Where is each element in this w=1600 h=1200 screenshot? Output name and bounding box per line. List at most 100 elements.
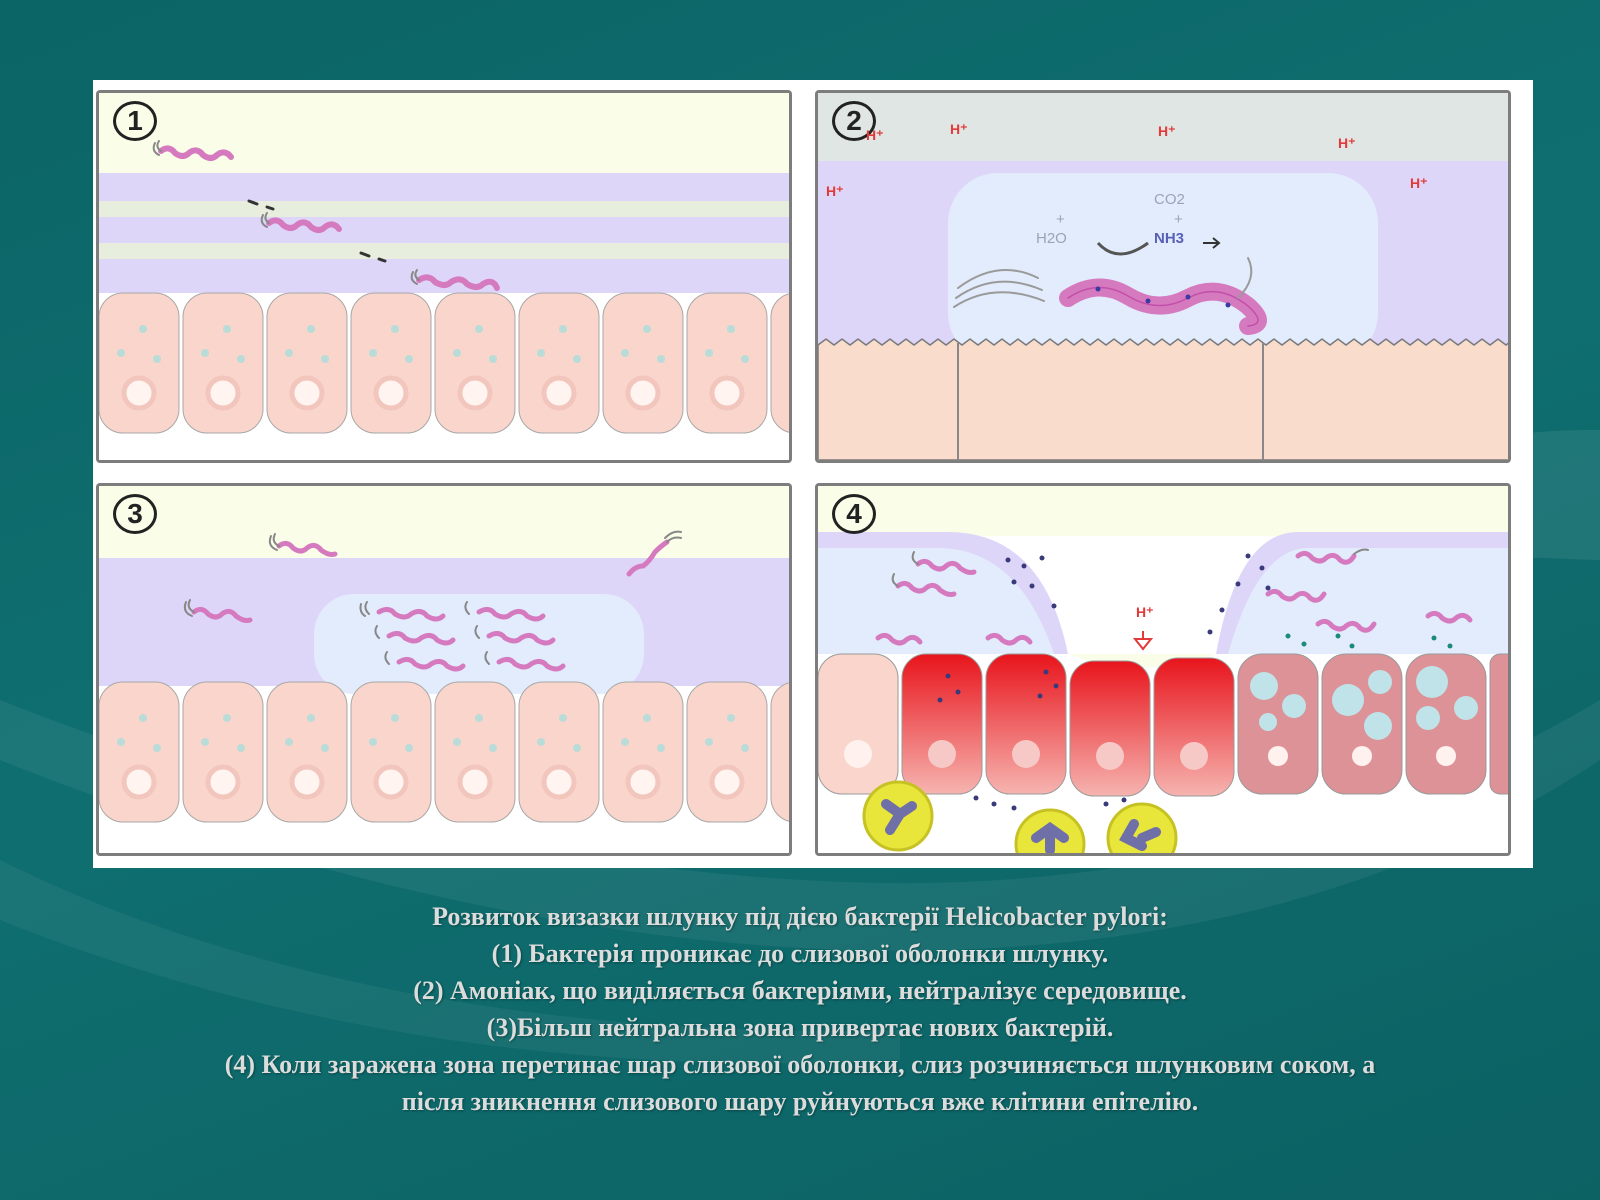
h-pylori-figure: 1 2: [93, 80, 1533, 868]
bacterium: [953, 257, 1267, 335]
cell-granule: [405, 744, 413, 752]
bacteria: [875, 548, 1473, 646]
panel-number-badge: 4: [832, 494, 876, 534]
epithelial-cell: [770, 682, 789, 822]
cell-granule: [117, 738, 125, 746]
cell-nucleus: [709, 375, 745, 411]
cell-granule: [475, 325, 483, 333]
cell-granule: [117, 349, 125, 357]
h-ion-label: H⁺: [1410, 175, 1428, 191]
epithelial-cell: [602, 681, 684, 823]
cell-nucleus: [121, 375, 157, 411]
h2o-label: H2O: [1036, 230, 1067, 247]
immune-cells: [862, 780, 1178, 853]
cell-granule: [537, 349, 545, 357]
caption-line: (2) Амоніак, що виділяється бактеріями, …: [413, 976, 1187, 1005]
cell-granule: [559, 325, 567, 333]
epithelial-cell: [182, 292, 264, 434]
panel-4-illustration: [818, 486, 1508, 853]
nh3-label: NH3: [1154, 230, 1185, 247]
h-ion-label: H⁺: [826, 183, 844, 199]
h-ion-label: H⁺: [866, 127, 884, 143]
cell-granule: [537, 738, 545, 746]
cell-granule: [307, 714, 315, 722]
epithelial-cell: [266, 292, 348, 434]
cell-granule: [391, 325, 399, 333]
epithelial-cell: [350, 681, 432, 823]
slide-caption: Розвиток визазки шлунку під дією бактері…: [110, 898, 1490, 1120]
cell-nucleus: [205, 764, 241, 800]
caption-line: після зникнення слизового шару руйнуютьс…: [401, 1087, 1199, 1116]
cell-granule: [139, 714, 147, 722]
plus-sign: +: [1174, 211, 1183, 228]
epithelial-cell: [434, 681, 516, 823]
cell-granule: [223, 714, 231, 722]
cell-granule: [153, 744, 161, 752]
cell-granule: [621, 349, 629, 357]
co2-label: CO2: [1154, 191, 1185, 208]
cell-granule: [621, 738, 629, 746]
epithelial-cell: [266, 681, 348, 823]
cell-granule: [727, 714, 735, 722]
h-ion-label: H⁺: [1136, 604, 1154, 620]
cell-granule: [573, 355, 581, 363]
cell-granule: [391, 714, 399, 722]
epithelial-cell: [99, 292, 180, 434]
epithelial-cell: [686, 292, 768, 434]
toxin-dots: [937, 553, 1453, 811]
cell-granule: [705, 349, 713, 357]
cell-nucleus: [625, 764, 661, 800]
panel-2: 2 H⁺ H⁺ H⁺ H⁺ H⁺: [815, 90, 1511, 463]
panel-3-illustration: [99, 486, 789, 853]
panel-1: 1: [96, 90, 792, 463]
epithelial-cell: [99, 681, 180, 823]
cell-granule: [489, 355, 497, 363]
down-arrow: [1132, 631, 1154, 651]
cell-granule: [139, 325, 147, 333]
cell-granule: [741, 355, 749, 363]
bacteria-cluster: [183, 530, 682, 672]
caption-line: (4) Коли заражена зона перетинає шар сли…: [224, 1050, 1376, 1079]
cell-granule: [573, 744, 581, 752]
h-ion-label: H⁺: [950, 121, 968, 137]
cell-nucleus: [205, 375, 241, 411]
cell-granule: [307, 325, 315, 333]
cell-granule: [285, 738, 293, 746]
cell-granule: [153, 355, 161, 363]
panel-4: 4: [815, 483, 1511, 856]
cell-granule: [657, 744, 665, 752]
cell-granule: [237, 355, 245, 363]
inflamed-cell-row: [818, 653, 1508, 797]
cell-granule: [321, 744, 329, 752]
cell-nucleus: [541, 375, 577, 411]
epithelial-cell: [350, 292, 432, 434]
epithelial-cell: [602, 292, 684, 434]
h-ion-label: H⁺: [1158, 123, 1176, 139]
cell-granule: [705, 738, 713, 746]
cell-nucleus: [457, 375, 493, 411]
cell-granule: [489, 744, 497, 752]
panel-number-badge: 3: [113, 494, 157, 534]
epithelial-cell-row: [99, 292, 789, 434]
epithelial-cell: [518, 292, 600, 434]
cell-nucleus: [541, 764, 577, 800]
cell-granule: [727, 325, 735, 333]
epithelial-cell: [182, 681, 264, 823]
caption-line: Розвиток визазки шлунку під дією бактері…: [432, 902, 1168, 931]
bacterium: [152, 140, 500, 291]
epithelial-cell: [770, 293, 789, 433]
panel-2-illustration: [818, 93, 1508, 460]
cell-granule: [741, 744, 749, 752]
cell-granule: [657, 355, 665, 363]
cell-granule: [475, 714, 483, 722]
caption-line: (1) Бактерія проникає до слизової оболон…: [491, 939, 1109, 968]
reaction-arrow: [1096, 241, 1149, 256]
cell-nucleus: [373, 764, 409, 800]
cell-granule: [643, 714, 651, 722]
plus-sign: +: [1056, 211, 1065, 228]
cell-granule: [453, 738, 461, 746]
cell-granule: [223, 325, 231, 333]
cell-granule: [559, 714, 567, 722]
cell-granule: [643, 325, 651, 333]
panel-number-badge: 2: [832, 101, 876, 141]
